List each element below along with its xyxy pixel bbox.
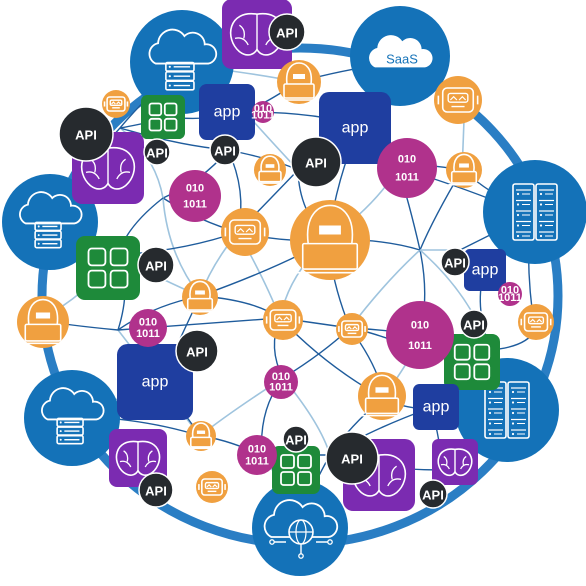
api-badge: API: [268, 13, 306, 51]
node-label: 1011: [395, 172, 419, 184]
hacker-icon: [277, 60, 321, 104]
node-label: 010: [254, 103, 272, 115]
apps-grid-icon: [141, 95, 185, 139]
node-label: SaaS: [386, 52, 418, 67]
robot-icon: [102, 90, 130, 118]
node-label: API: [145, 259, 167, 274]
api-badge: API: [58, 106, 114, 162]
cloud-globe-icon: [252, 480, 348, 576]
robot-icon: [434, 76, 482, 124]
hacker-icon: [254, 154, 286, 186]
api-badge: API: [325, 431, 379, 485]
node-label: API: [276, 26, 298, 41]
brain-icon: [109, 429, 167, 487]
apps-grid-icon: [444, 334, 500, 390]
api-badge: API: [137, 246, 175, 284]
hacker-icon: [182, 279, 218, 315]
diagram-nodes: SaaSappappappappapp010101101010110101011…: [2, 0, 586, 576]
binary-badge: 010 1011: [377, 138, 437, 198]
node-label: API: [285, 433, 307, 448]
binary-badge: 010 1011: [169, 170, 221, 222]
server-rack-icon: [483, 160, 586, 264]
apps-grid-icon: [76, 236, 140, 300]
node-label: API: [305, 156, 327, 171]
node-label: app: [342, 120, 369, 137]
node-label: API: [75, 128, 97, 143]
robot-icon: [518, 304, 554, 340]
api-badge: API: [209, 134, 241, 166]
hacker-icon: [17, 296, 69, 348]
api-badge: API: [418, 479, 448, 509]
node-label: API: [341, 452, 363, 467]
cloud-saas-icon: SaaS: [350, 6, 450, 106]
node-label: API: [186, 345, 208, 360]
node-label: API: [145, 484, 167, 499]
node-label: 1011: [251, 110, 275, 122]
binary-badge: 010 1011: [386, 301, 454, 369]
node-label: app: [214, 104, 241, 121]
node-label: API: [463, 318, 485, 333]
node-label: 010: [186, 183, 204, 195]
hacker-icon: [290, 200, 370, 280]
app-tile: app: [413, 384, 459, 430]
node-label: 010: [248, 443, 266, 455]
api-badge: API: [290, 136, 342, 188]
hacker-icon: [446, 152, 482, 188]
node-label: 1011: [269, 381, 293, 393]
node-label: 1011: [245, 455, 269, 467]
api-badge: API: [175, 329, 219, 373]
node-label: API: [422, 488, 444, 503]
api-badge: API: [138, 472, 174, 508]
node-label: app: [423, 399, 450, 416]
api-badge: API: [282, 425, 310, 453]
cloud-server-icon: [24, 370, 120, 466]
api-badge: API: [143, 138, 171, 166]
robot-icon: [336, 313, 368, 345]
robot-icon: [263, 300, 303, 340]
hacker-icon: [186, 421, 216, 451]
node-label: 010: [501, 285, 519, 297]
node-label: app: [472, 262, 499, 279]
api-badge: API: [440, 247, 470, 277]
node-label: 010: [272, 371, 290, 383]
app-tile: app: [117, 344, 193, 420]
app-tile: app: [319, 92, 391, 164]
api-badge: API: [459, 309, 489, 339]
apps-grid-icon: [272, 446, 320, 494]
node-label: 010: [139, 317, 157, 329]
robot-icon: [221, 208, 269, 256]
hacker-icon: [358, 372, 406, 420]
robot-icon: [196, 471, 228, 503]
node-label: API: [444, 256, 466, 271]
node-label: 1011: [498, 292, 522, 304]
node-label: API: [214, 144, 236, 159]
node-label: 010: [398, 154, 416, 166]
app-tile: app: [199, 84, 255, 140]
node-label: app: [142, 374, 169, 391]
node-label: 1011: [408, 340, 432, 352]
node-label: 1011: [136, 328, 160, 340]
node-label: 1011: [183, 198, 207, 210]
app-tile: app: [464, 249, 506, 291]
brain-icon: [432, 439, 478, 485]
node-label: 010: [411, 319, 429, 331]
node-label: API: [146, 146, 168, 161]
